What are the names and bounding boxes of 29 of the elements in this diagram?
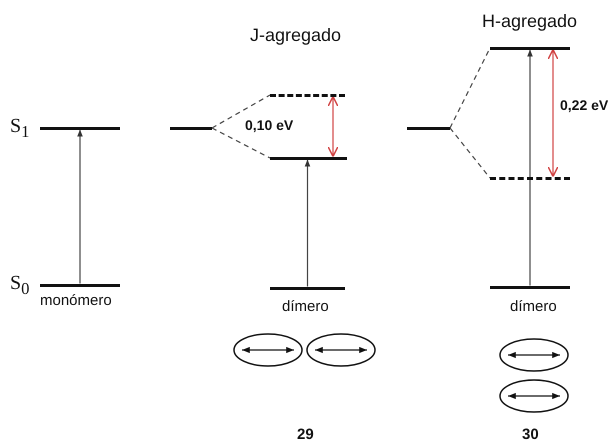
- dashed-connector: [450, 128, 490, 178]
- energy-level: [490, 46, 570, 50]
- level-caption: dímero: [282, 298, 329, 315]
- energy-gap-label: 0,10 eV: [245, 117, 294, 133]
- transition-arrow: [77, 130, 83, 284]
- energy-level: [490, 286, 570, 288]
- level-caption: dímero: [510, 298, 557, 315]
- energy-level: [407, 126, 450, 130]
- energy-level: [270, 156, 347, 160]
- dashed-energy-level: [270, 94, 345, 96]
- energy-gap-label: 0,22 eV: [560, 97, 608, 113]
- compound-number: 29: [297, 426, 314, 443]
- energy-gap-arrow: [547, 48, 559, 178]
- state-label: S$_{1}$: [10, 115, 30, 142]
- compound-number: 30: [522, 426, 539, 443]
- transition-arrow: [304, 160, 310, 286]
- aggregate-heading: J-agregado: [250, 25, 342, 46]
- aggregate-heading: H-agregado: [482, 11, 578, 32]
- energy-level: [170, 126, 212, 130]
- energy-level: [40, 126, 120, 130]
- energy-level: [40, 284, 120, 286]
- energy-gap-arrow: [327, 96, 339, 158]
- dashed-energy-level: [490, 176, 570, 180]
- energy-level: [270, 286, 345, 290]
- dashed-connector: [212, 127, 270, 159]
- dashed-connector: [212, 94, 270, 129]
- state-label: S$_{0}$: [10, 272, 30, 299]
- level-caption: monómero: [40, 292, 112, 309]
- transition-arrow: [527, 50, 533, 286]
